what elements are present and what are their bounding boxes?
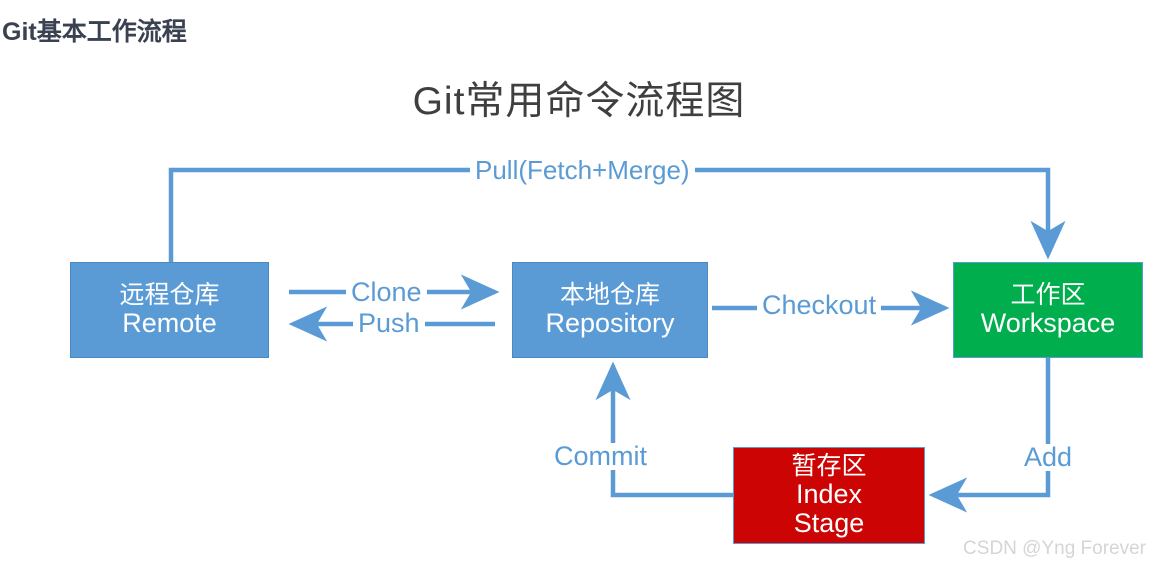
node-repository[interactable]: 本地仓库 Repository [512, 262, 708, 358]
edge-label-commit: Commit [549, 443, 652, 470]
diagram-title: Git常用命令流程图 [412, 80, 746, 123]
node-remote[interactable]: 远程仓库 Remote [70, 262, 269, 358]
edge-label-checkout: Checkout [757, 292, 882, 319]
edge-label-pull: Pull(Fetch+Merge) [470, 157, 695, 183]
node-remote-label-en: Remote [122, 307, 217, 338]
edge-label-push: Push [353, 310, 425, 337]
git-workflow-diagram: Git常用命令流程图 远程仓 [0, 52, 1158, 568]
edge-commit-path [595, 361, 733, 498]
node-repository-label-en: Repository [545, 307, 675, 338]
node-workspace[interactable]: 工作区 Workspace [953, 262, 1143, 358]
node-workspace-label-cn: 工作区 [1010, 280, 1086, 309]
node-index-label-en: Index [795, 478, 863, 509]
page-title: Git基本工作流程 [2, 18, 187, 46]
node-workspace-label-en: Workspace [980, 307, 1116, 338]
node-repository-label-cn: 本地仓库 [559, 280, 660, 309]
edge-label-clone: Clone [346, 279, 427, 306]
watermark: CSDN @Yng Forever [963, 538, 1146, 559]
node-index-label-en2: Stage [793, 508, 865, 538]
node-index-label-cn: 暂存区 [791, 451, 867, 480]
node-remote-label-cn: 远程仓库 [119, 280, 220, 309]
edge-add-path [928, 358, 1051, 513]
node-index[interactable]: 暂存区 Index Stage [733, 447, 925, 544]
edge-label-add: Add [1019, 444, 1078, 471]
